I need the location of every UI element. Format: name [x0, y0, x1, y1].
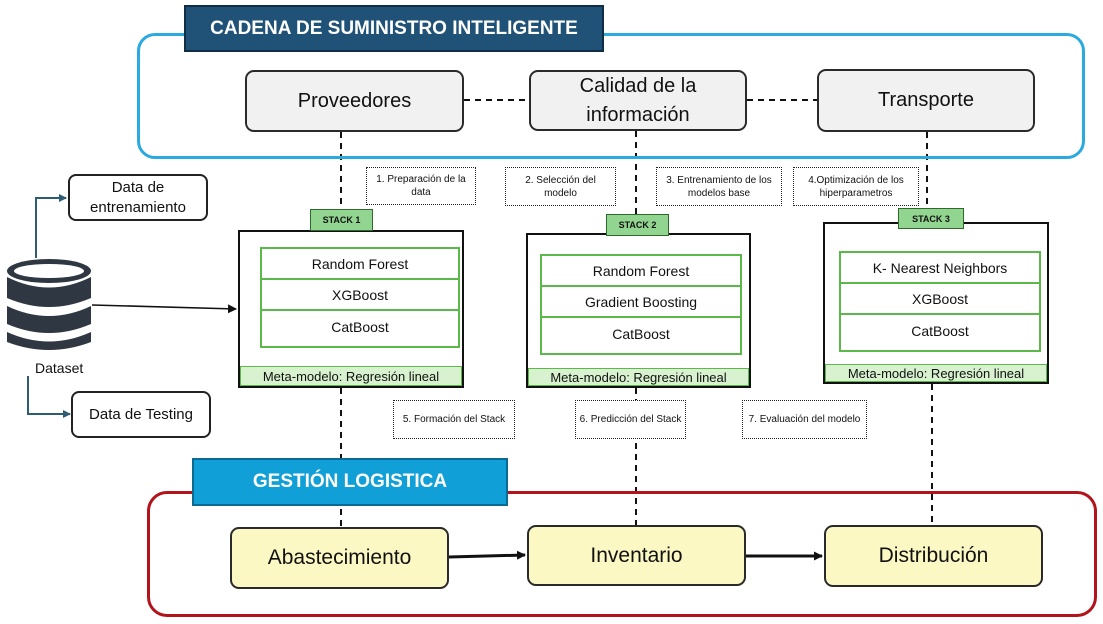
logistics-title: GESTIÓN LOGISTICA: [192, 458, 508, 506]
step-note-5: 5. Formación del Stack: [393, 400, 515, 439]
stack-3-tag: STACK 3: [898, 208, 964, 229]
stack-2-tag: STACK 2: [606, 214, 669, 236]
model-item: CatBoost: [612, 325, 670, 342]
box-proveedores: Proveedores: [245, 70, 464, 132]
flow-arrow: [448, 550, 526, 560]
step-note-3: 3. Entrenamiento de los modelos base: [656, 167, 782, 206]
model-item: Random Forest: [262, 249, 458, 280]
step-note-1: 1. Preparación de la data: [366, 167, 476, 205]
stack-3: K- Nearest Neighbors XGBoost CatBoost Me…: [823, 222, 1049, 384]
dataset-to-stack-arrow: [91, 304, 237, 314]
stack-3-meta-model: Meta-modelo: Regresión lineal: [825, 364, 1047, 382]
model-item: CatBoost: [331, 318, 389, 335]
stack-1-meta-model: Meta-modelo: Regresión lineal: [240, 366, 462, 386]
model-item: XGBoost: [262, 280, 458, 311]
step-note-7: 7. Evaluación del modelo: [742, 400, 867, 439]
model-item: CatBoost: [911, 322, 969, 339]
box-training-data: Data de entrenamiento: [68, 174, 208, 221]
box-abastecimiento: Abastecimiento: [230, 527, 449, 589]
box-distribucion: Distribución: [824, 525, 1043, 587]
box-inventario: Inventario: [527, 525, 746, 586]
train-arrow: [35, 194, 67, 258]
model-item: Random Forest: [542, 256, 740, 287]
supply-chain-frame: [137, 33, 1085, 159]
box-calidad-informacion: Calidad de la información: [529, 70, 747, 131]
dataset-label: Dataset: [35, 360, 84, 376]
stack-2: Random Forest Gradient Boosting CatBoost…: [526, 233, 751, 388]
stack-2-meta-model: Meta-modelo: Regresión lineal: [528, 368, 749, 386]
model-item: K- Nearest Neighbors: [841, 253, 1039, 284]
stack-1-models: Random Forest XGBoost CatBoost: [260, 247, 460, 348]
model-item: XGBoost: [841, 284, 1039, 315]
box-testing-data: Data de Testing: [71, 391, 211, 438]
stack-1: Random Forest XGBoost CatBoost Meta-mode…: [238, 230, 464, 388]
model-item: Gradient Boosting: [542, 287, 740, 318]
logistics-frame: [147, 491, 1097, 617]
step-note-4: 4.Optimización de los hiperparametros: [793, 167, 919, 206]
supply-chain-title: CADENA DE SUMINISTRO INTELIGENTE: [184, 5, 604, 52]
step-note-2: 2. Selección del modelo: [505, 167, 616, 206]
stack-2-models: Random Forest Gradient Boosting CatBoost: [540, 254, 742, 355]
box-transporte: Transporte: [817, 69, 1035, 132]
stack-1-tag: STACK 1: [310, 209, 373, 231]
step-note-6: 6. Predicción del Stack: [575, 400, 686, 439]
stack-3-models: K- Nearest Neighbors XGBoost CatBoost: [839, 251, 1041, 352]
database-icon: [7, 259, 91, 350]
test-arrow: [27, 376, 71, 418]
